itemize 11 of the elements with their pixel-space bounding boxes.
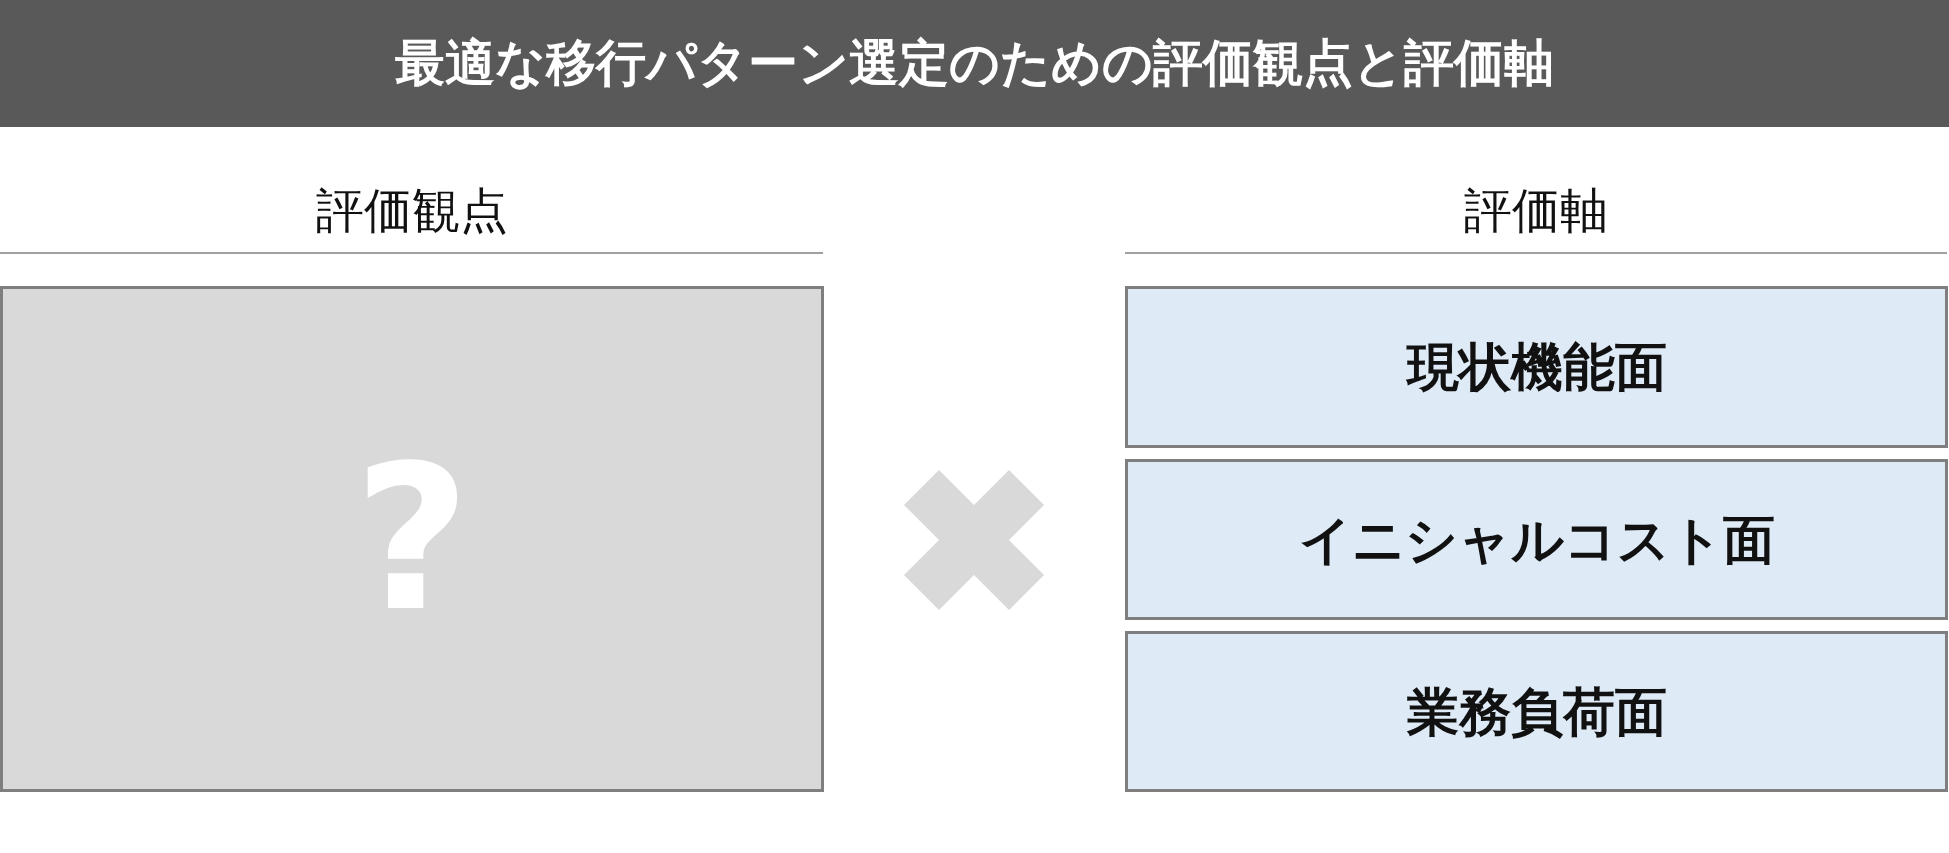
column-heading: 評価観点	[314, 181, 509, 240]
question-mark: ?	[354, 439, 470, 639]
axis-label: 現状機能面	[1406, 341, 1667, 393]
title-banner: 最適な移行パターン選定のための評価観点と評価軸	[0, 0, 1949, 127]
unknown-box	[0, 286, 824, 792]
axis-box	[1125, 286, 1948, 448]
axis-label: イニシャルコスト面	[1298, 513, 1775, 566]
axis-box	[1125, 631, 1948, 792]
column-heading: 評価軸	[1463, 181, 1609, 240]
axis-box	[1125, 459, 1948, 620]
axis-label: 業務負荷面	[1406, 685, 1667, 738]
